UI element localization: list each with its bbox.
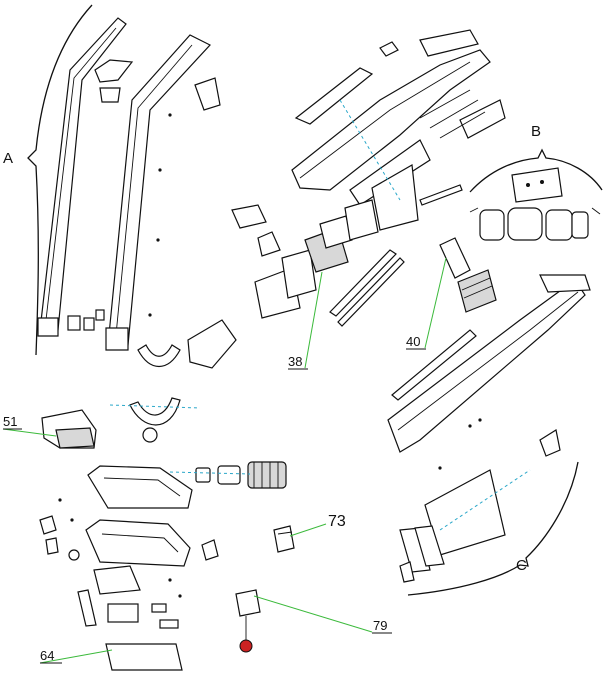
upper-axis (339, 99, 401, 201)
group-b-label: B (531, 123, 541, 140)
group-c-brace (407, 461, 579, 596)
motor-cylinder (439, 237, 497, 313)
part-51-label: 51 (3, 414, 17, 429)
part-64-label: 64 (40, 648, 54, 663)
part-73-label: 73 (328, 513, 346, 530)
part-73-leader (289, 523, 327, 537)
part-73-block (273, 525, 295, 553)
handle-tube-right (105, 34, 211, 351)
part-38-leader (304, 271, 323, 369)
group-a-label: A (3, 150, 13, 167)
lower-housing (387, 274, 591, 453)
group-b-brace (469, 148, 603, 193)
handle-tube-left (37, 17, 127, 337)
part-79-label: 79 (373, 618, 387, 633)
battery-pack (469, 167, 601, 241)
neck-axis (109, 404, 201, 409)
part-64-leader (39, 649, 113, 664)
part-40-label: 40 (406, 334, 420, 349)
part-79-charger (235, 589, 261, 653)
floor-head-bottom (85, 519, 191, 567)
part-51-shape (41, 409, 97, 449)
part-51-leader (2, 428, 57, 437)
upper-housing (291, 29, 506, 231)
lower-small-parts (399, 418, 561, 583)
part-38-label: 38 (288, 354, 302, 369)
part-40-leader (424, 257, 447, 349)
part-64-plate (105, 643, 183, 671)
lower-axis (439, 469, 531, 531)
part-79-leader (253, 595, 373, 633)
handle-small-parts (67, 59, 221, 331)
base-small-parts (39, 498, 219, 629)
neck-joint (129, 344, 181, 443)
brush-roller (195, 461, 287, 489)
floor-head-top (87, 465, 193, 509)
roller-axis (169, 471, 251, 475)
motor-assembly (187, 199, 379, 369)
group-c-label: C (516, 557, 527, 574)
rods (329, 184, 463, 327)
group-a-brace (27, 4, 93, 356)
